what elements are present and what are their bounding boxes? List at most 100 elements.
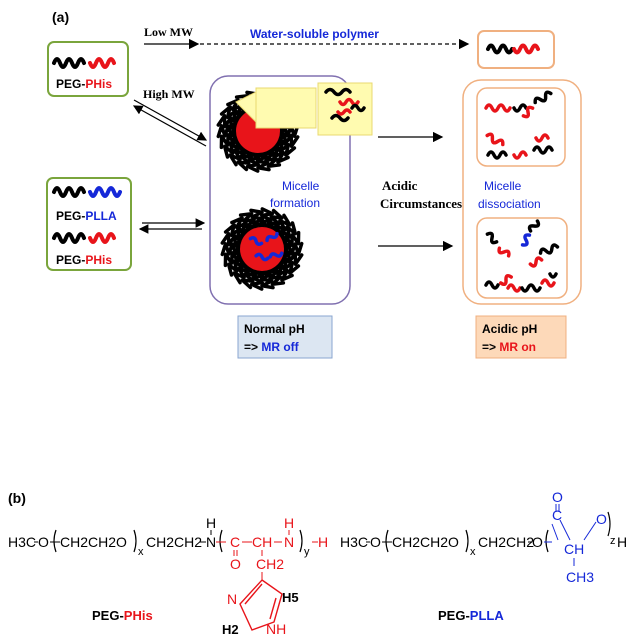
phis-bracket-close bbox=[133, 529, 137, 553]
phis-h3c: H3C bbox=[8, 534, 36, 550]
dissociated-chains-top bbox=[484, 90, 554, 160]
corona-chain bbox=[249, 208, 265, 232]
corona-chain bbox=[259, 266, 275, 290]
formula-peg-phis: H3C O CH2CH2O x CH2CH2 N H bbox=[8, 515, 216, 558]
phis-o-dbl: O bbox=[230, 556, 241, 572]
acidic-ph-box bbox=[475, 315, 567, 359]
acidic-ph-label: Acidic pH bbox=[482, 322, 537, 336]
plla-ch: CH bbox=[564, 541, 584, 557]
chain-peg-phis-1 bbox=[52, 57, 116, 69]
corona-chain bbox=[273, 136, 297, 157]
corona-chain bbox=[223, 223, 247, 244]
corona-chain bbox=[232, 261, 254, 285]
corona-chain bbox=[240, 266, 260, 290]
corona-chain bbox=[230, 216, 252, 239]
chain-water-soluble bbox=[486, 43, 540, 55]
dissociated-chains-bottom bbox=[484, 219, 560, 293]
plla-lactide-bracket-open bbox=[545, 529, 549, 553]
box-peg-phis-low bbox=[47, 41, 129, 97]
high-mw-label: High MW bbox=[143, 87, 195, 101]
normal-ph-box bbox=[237, 315, 333, 359]
phis-o: O bbox=[38, 534, 49, 550]
plla-bracket-open bbox=[385, 529, 389, 553]
high-mw-arrow-forward bbox=[133, 99, 208, 141]
corona-chain bbox=[277, 254, 301, 275]
mr-on-label: => MR on bbox=[482, 340, 536, 354]
chain-peg-plla bbox=[52, 186, 122, 198]
corona-chain bbox=[236, 148, 256, 172]
phis-nh: N bbox=[284, 534, 294, 550]
phis-c: C bbox=[230, 534, 240, 550]
panel-b-label: (b) bbox=[8, 490, 26, 506]
box1-label: PEG-PHis bbox=[56, 77, 112, 91]
corona-chain bbox=[265, 263, 286, 287]
corona-chain bbox=[261, 145, 282, 169]
corona-chain bbox=[216, 114, 240, 132]
box2a-label: PEG-PLLA bbox=[56, 209, 117, 223]
phis-caption: PEG-PHis bbox=[92, 608, 153, 623]
phis-ch2-side: CH2 bbox=[256, 556, 284, 572]
ring-h2: H2 bbox=[222, 622, 239, 637]
corona-chain bbox=[272, 259, 294, 282]
corona-chain bbox=[276, 130, 300, 148]
corona-chain bbox=[219, 131, 242, 150]
corona-chain bbox=[220, 232, 244, 250]
plla-o3: O bbox=[596, 511, 607, 527]
plla-z: z bbox=[610, 535, 616, 547]
plla-core-chain bbox=[268, 251, 284, 259]
corona-chain bbox=[270, 213, 292, 237]
phis-y: y bbox=[304, 546, 310, 558]
plla-x: x bbox=[470, 546, 476, 558]
plla-h-end: H bbox=[617, 534, 627, 550]
plla-lactide-bracket-close bbox=[607, 511, 611, 537]
imidazole-ring bbox=[239, 579, 283, 631]
normal-ph-label: Normal pH bbox=[244, 322, 305, 336]
corona-chain bbox=[276, 123, 300, 138]
plla-ch2ch2: CH2CH2 bbox=[478, 534, 534, 550]
corona-chain bbox=[280, 248, 304, 266]
corona-chain bbox=[238, 211, 259, 235]
ring-n: N bbox=[227, 591, 237, 607]
corona-chain bbox=[228, 143, 250, 167]
corona-chain bbox=[278, 230, 301, 249]
phis-n: N bbox=[206, 534, 216, 550]
plla-core-chain bbox=[248, 236, 264, 246]
corona-chain bbox=[264, 208, 284, 232]
corona-chain bbox=[280, 241, 304, 256]
micelle-formation-label: Micelle formation bbox=[270, 179, 323, 210]
callout-zoom-chains bbox=[324, 87, 366, 123]
high-mw-arrow-back bbox=[132, 105, 207, 147]
box2b-label: PEG-PHis bbox=[56, 253, 112, 267]
callout-box-1 bbox=[255, 87, 317, 129]
chain-peg-phis-2 bbox=[52, 232, 116, 244]
corona-chain bbox=[274, 221, 298, 242]
panel-a-label: (a) bbox=[52, 9, 69, 25]
corona-chain bbox=[216, 124, 240, 139]
corona-chain bbox=[255, 148, 271, 172]
corona-chain bbox=[220, 242, 244, 257]
plla-o2: O bbox=[532, 534, 543, 550]
phis-h-n: H bbox=[284, 515, 294, 531]
plla-core-chain bbox=[265, 231, 279, 243]
low-mw-label: Low MW bbox=[144, 25, 193, 39]
corona-chain bbox=[226, 256, 250, 277]
plla-c: C bbox=[552, 507, 562, 523]
formula-peg-plla: H3C O CH2CH2O x CH2CH2 O bbox=[340, 529, 543, 558]
water-soluble-label: Water-soluble polymer bbox=[250, 27, 379, 41]
ring-nh: NH bbox=[266, 621, 286, 637]
phis-repeat: CH2CH2O bbox=[60, 534, 127, 550]
corona-chain bbox=[223, 249, 246, 268]
phis-h-top: H bbox=[206, 515, 216, 531]
corona-chain bbox=[249, 267, 266, 291]
plla-o-dbl: O bbox=[552, 489, 563, 505]
plla-repeat: CH2CH2O bbox=[392, 534, 459, 550]
mr-off-label: => MR off bbox=[244, 340, 300, 354]
plla-bracket-close bbox=[465, 529, 469, 553]
plla-o: O bbox=[370, 534, 381, 550]
corona-chain bbox=[219, 105, 243, 126]
phis-h-end: H bbox=[318, 534, 328, 550]
micelle-mixed bbox=[220, 207, 304, 291]
corona-chain bbox=[268, 141, 290, 164]
phis-ch: CH bbox=[252, 534, 272, 550]
